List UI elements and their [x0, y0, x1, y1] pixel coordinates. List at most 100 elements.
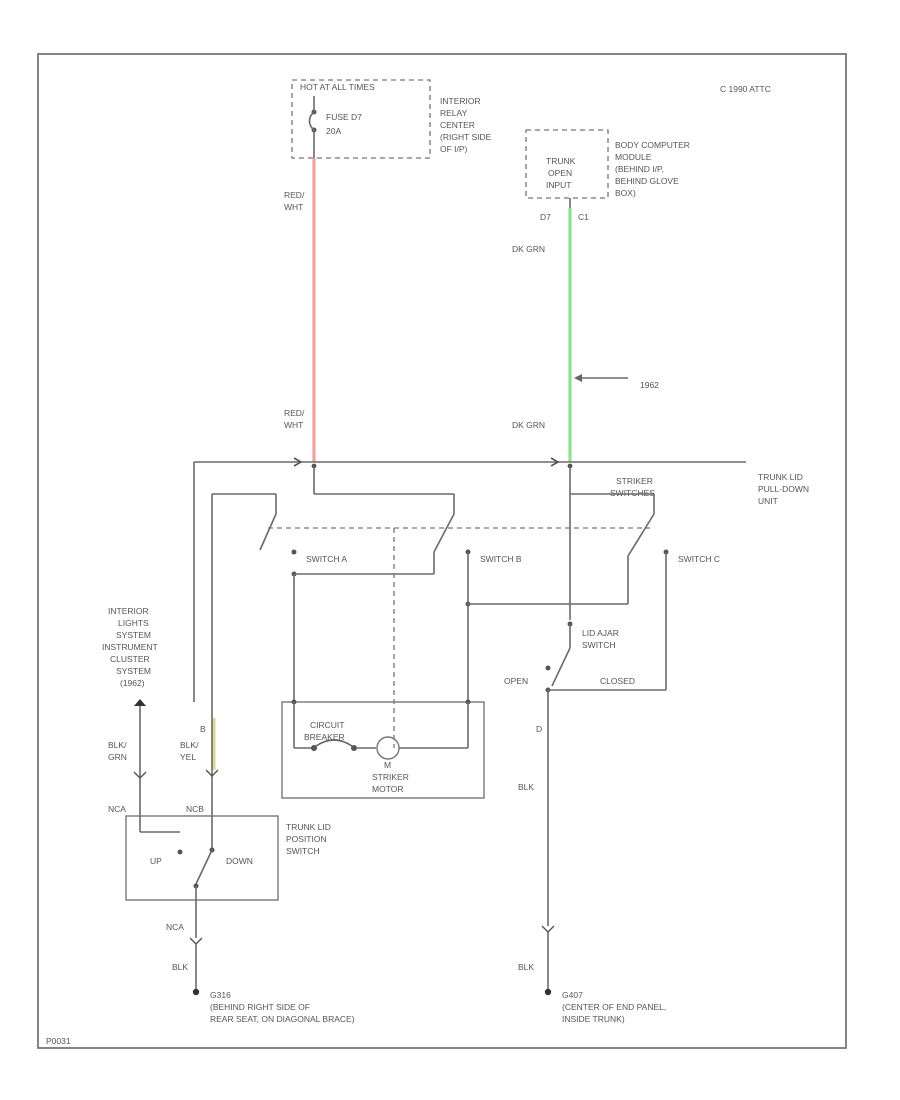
pulldown-unit-label: TRUNK LID PULL-DOWN UNIT — [758, 472, 809, 506]
svg-text:BLK/: BLK/ — [108, 740, 127, 750]
striker-motor-symbol — [376, 736, 400, 760]
switch-b — [294, 513, 471, 702]
svg-text:RELAY: RELAY — [440, 108, 468, 118]
svg-text:STRIKER: STRIKER — [372, 772, 409, 782]
svg-text:GRN: GRN — [108, 752, 127, 762]
svg-text:MODULE: MODULE — [615, 152, 652, 162]
svg-text:BREAKER: BREAKER — [304, 732, 345, 742]
svg-text:INSIDE TRUNK): INSIDE TRUNK) — [562, 1014, 625, 1024]
relay-center-label: INTERIOR RELAY CENTER (RIGHT SIDE OF I/P… — [440, 96, 492, 154]
blk-right-bottom-label: BLK — [518, 962, 534, 972]
svg-text:SWITCHES: SWITCHES — [610, 488, 655, 498]
svg-text:INSTRUMENT: INSTRUMENT — [102, 642, 158, 652]
top-right-note: C 1990 ATTC — [720, 84, 771, 94]
wire-blk-grn-label: BLK/ GRN — [108, 740, 127, 762]
svg-text:STRIKER: STRIKER — [616, 476, 653, 486]
svg-text:POSITION: POSITION — [286, 834, 327, 844]
switch-a — [259, 513, 297, 702]
svg-text:(RIGHT SIDE: (RIGHT SIDE — [440, 132, 492, 142]
svg-text:UNIT: UNIT — [758, 496, 778, 506]
position-switch-label: TRUNK LID POSITION SWITCH — [286, 822, 331, 856]
svg-text:BODY COMPUTER: BODY COMPUTER — [615, 140, 690, 150]
svg-text:INTERIOR: INTERIOR — [440, 96, 481, 106]
lid-ajar-switch-label: LID AJAR SWITCH — [582, 628, 619, 650]
svg-text:(BEHIND I/P,: (BEHIND I/P, — [615, 164, 664, 174]
blk-left-label: BLK — [172, 962, 188, 972]
ground-left-symbol — [192, 988, 200, 996]
svg-text:OF I/P): OF I/P) — [440, 144, 468, 154]
svg-text:REAR SEAT, ON DIAGONAL BRACE): REAR SEAT, ON DIAGONAL BRACE) — [210, 1014, 355, 1024]
switch-c-label: SWITCH C — [678, 554, 720, 564]
bcm-pin-d7: D7 — [540, 212, 551, 222]
svg-text:SWITCH: SWITCH — [286, 846, 320, 856]
bcm-label: BODY COMPUTER MODULE (BEHIND I/P, BEHIND… — [615, 140, 690, 198]
switch-a-label: SWITCH A — [306, 554, 347, 564]
diagram-frame — [37, 53, 847, 1049]
svg-text:INPUT: INPUT — [546, 180, 572, 190]
striker-motor-label: STRIKER MOTOR — [372, 772, 409, 794]
wire-blk-yel-label: BLK/ YEL — [180, 740, 199, 762]
bcm-pin-c1: C1 — [578, 212, 589, 222]
svg-text:CLUSTER: CLUSTER — [110, 654, 150, 664]
svg-text:(CENTER OF END PANEL,: (CENTER OF END PANEL, — [562, 1002, 666, 1012]
open-label: OPEN — [504, 676, 528, 686]
hot-at-all-times-label: HOT AT ALL TIMES — [300, 82, 375, 92]
svg-text:LIGHTS: LIGHTS — [118, 618, 149, 628]
striker-switches-label: STRIKER SWITCHES — [610, 476, 655, 498]
svg-text:SYSTEM: SYSTEM — [116, 630, 151, 640]
footer-code: P0031 — [46, 1036, 71, 1046]
svg-text:BLK/: BLK/ — [180, 740, 199, 750]
ground-right-label: G407 (CENTER OF END PANEL, INSIDE TRUNK) — [562, 990, 666, 1024]
wire-dk-grn-top: DK GRN — [512, 244, 545, 254]
conn-nca-lower-label: NCA — [166, 922, 184, 932]
fuse-name: FUSE D7 — [326, 112, 362, 122]
fuse-rating: 20A — [326, 126, 341, 136]
position-switch — [139, 816, 215, 938]
lid-ajar-switch — [545, 624, 666, 693]
svg-text:PULL-DOWN: PULL-DOWN — [758, 484, 809, 494]
bcm-inner-label: TRUNK OPEN INPUT — [546, 156, 576, 190]
ground-right-symbol — [544, 988, 552, 996]
svg-text:(1962): (1962) — [120, 678, 145, 688]
wire-red-wht-bottom-1: RED/ — [284, 408, 305, 418]
wire-red-wht-bottom-2: WHT — [284, 420, 303, 430]
svg-text:CIRCUIT: CIRCUIT — [310, 720, 344, 730]
circuit-breaker-label: CIRCUIT BREAKER — [304, 720, 345, 742]
svg-text:INTERIOR: INTERIOR — [108, 606, 149, 616]
closed-label: CLOSED — [600, 676, 635, 686]
striker-motor-box — [281, 701, 485, 799]
pin-d-label: D — [536, 724, 542, 734]
switch-b-label: SWITCH B — [480, 554, 522, 564]
wire-red-wht-top-1: RED/ — [284, 190, 305, 200]
pin-b-label: B — [200, 724, 206, 734]
svg-text:TRUNK LID: TRUNK LID — [286, 822, 331, 832]
svg-text:(BEHIND RIGHT SIDE OF: (BEHIND RIGHT SIDE OF — [210, 1002, 310, 1012]
svg-text:G316: G316 — [210, 990, 231, 1000]
svg-text:BEHIND GLOVE: BEHIND GLOVE — [615, 176, 679, 186]
position-switch-box — [125, 815, 279, 901]
svg-text:LID AJAR: LID AJAR — [582, 628, 619, 638]
svg-text:SYSTEM: SYSTEM — [116, 666, 151, 676]
circuit-breaker — [294, 739, 376, 751]
callout-number: 1962 — [640, 380, 659, 390]
wire-dk-grn-bottom: DK GRN — [512, 420, 545, 430]
svg-text:MOTOR: MOTOR — [372, 784, 403, 794]
svg-text:G407: G407 — [562, 990, 583, 1000]
ground-left-label: G316 (BEHIND RIGHT SIDE OF REAR SEAT, ON… — [210, 990, 355, 1024]
svg-text:YEL: YEL — [180, 752, 196, 762]
down-label: DOWN — [226, 856, 253, 866]
blk-right-top-label: BLK — [518, 782, 534, 792]
svg-text:BOX): BOX) — [615, 188, 636, 198]
interior-lights-label: INTERIOR LIGHTS SYSTEM INSTRUMENT CLUSTE… — [102, 606, 158, 688]
conn-nca-label: NCA — [108, 804, 126, 814]
conn-ncb-label: NCB — [186, 804, 204, 814]
bcm-box — [525, 129, 609, 199]
up-label: UP — [150, 856, 162, 866]
svg-text:TRUNK: TRUNK — [546, 156, 576, 166]
svg-text:TRUNK LID: TRUNK LID — [758, 472, 803, 482]
motor-m-label: M — [384, 760, 391, 770]
svg-text:OPEN: OPEN — [548, 168, 572, 178]
svg-text:SWITCH: SWITCH — [582, 640, 616, 650]
svg-text:CENTER: CENTER — [440, 120, 475, 130]
